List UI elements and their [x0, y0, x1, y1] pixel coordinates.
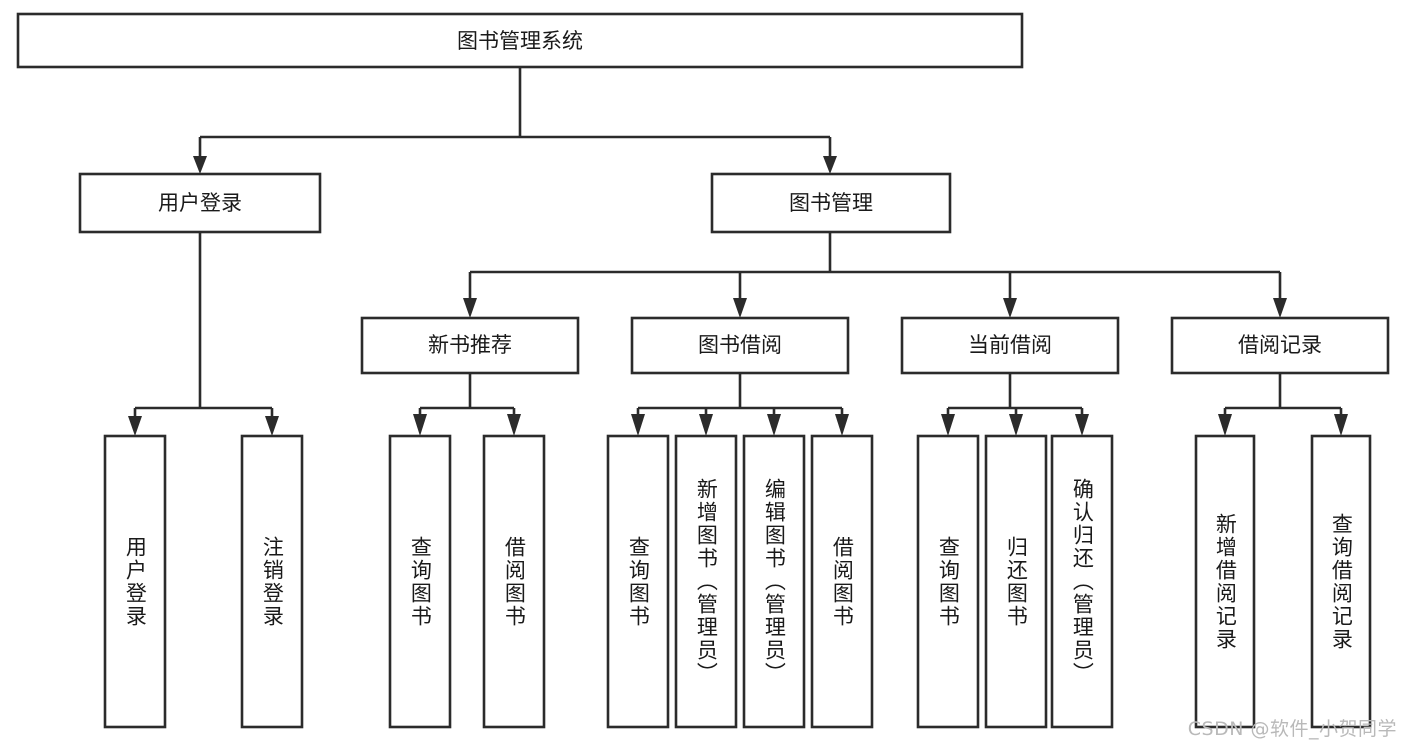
- leaf-box-edit-book[interactable]: [742, 434, 806, 729]
- arrow-head-newbook-borrow: [507, 414, 521, 436]
- arrow-head-leaf-logout: [265, 416, 279, 436]
- arrow-head-borrow-add: [699, 414, 713, 436]
- node-book-management-label: 图书管理: [789, 191, 873, 215]
- arrow-head-current-query: [941, 414, 955, 436]
- node-user-login-label: 用户登录: [158, 191, 242, 215]
- arrow-head-record-add: [1218, 414, 1232, 436]
- leaf-box-user-login[interactable]: [103, 434, 167, 729]
- arrow-head-record-query: [1334, 414, 1348, 436]
- node-current-borrow[interactable]: [900, 316, 1120, 375]
- leaf-box-logout[interactable]: [240, 434, 304, 729]
- connector-layer: [128, 67, 1348, 436]
- node-new-book-recommend-label: 新书推荐: [428, 333, 512, 357]
- node-root[interactable]: [16, 12, 1024, 69]
- node-user-login[interactable]: [78, 172, 322, 234]
- node-book-management[interactable]: [710, 172, 952, 234]
- arrow-head-borrow-lend: [835, 414, 849, 436]
- leaf-box-borrow-book-1[interactable]: [482, 434, 546, 729]
- node-current-borrow-label: 当前借阅: [968, 333, 1052, 357]
- arrow-head-leaf-user-login: [128, 416, 142, 436]
- node-book-borrow-label: 图书借阅: [698, 333, 782, 357]
- arrow-head-borrow-record: [1273, 298, 1287, 318]
- node-new-book-recommend[interactable]: [360, 316, 580, 375]
- arrow-head-book-mgmt: [823, 156, 837, 174]
- leaf-box-query-record[interactable]: [1310, 434, 1372, 729]
- leaf-box-query-book-1[interactable]: [388, 434, 452, 729]
- arrow-head-current-borrow: [1003, 298, 1017, 318]
- arrow-head-borrow-query: [631, 414, 645, 436]
- leaf-box-add-record[interactable]: [1194, 434, 1256, 729]
- arrow-head-borrow-edit: [767, 414, 781, 436]
- arrow-head-current-confirm: [1075, 414, 1089, 436]
- node-borrow-record[interactable]: [1170, 316, 1390, 375]
- leaf-box-return-book[interactable]: [984, 434, 1048, 729]
- node-borrow-record-label: 借阅记录: [1238, 333, 1322, 357]
- arrow-head-newbook-query: [413, 414, 427, 436]
- leaf-box-query-book-3[interactable]: [916, 434, 980, 729]
- leaf-box-query-book-2[interactable]: [606, 434, 670, 729]
- arrow-head-user-login: [193, 156, 207, 174]
- leaf-box-confirm-return[interactable]: [1050, 434, 1114, 729]
- arrow-head-new-book-rec: [463, 298, 477, 318]
- arrow-head-book-borrow: [733, 298, 747, 318]
- node-layer: 图书管理系统 用户登录 图书管理 新书推荐 图书借阅 当前借阅 借阅记录: [16, 12, 1390, 729]
- leaf-box-add-book[interactable]: [674, 434, 738, 729]
- leaf-box-borrow-book-2[interactable]: [810, 434, 874, 729]
- node-book-borrow[interactable]: [630, 316, 850, 375]
- watermark: CSDN @软件_小贺同学: [1187, 718, 1397, 740]
- node-root-label: 图书管理系统: [457, 29, 583, 53]
- arrow-head-current-return: [1009, 414, 1023, 436]
